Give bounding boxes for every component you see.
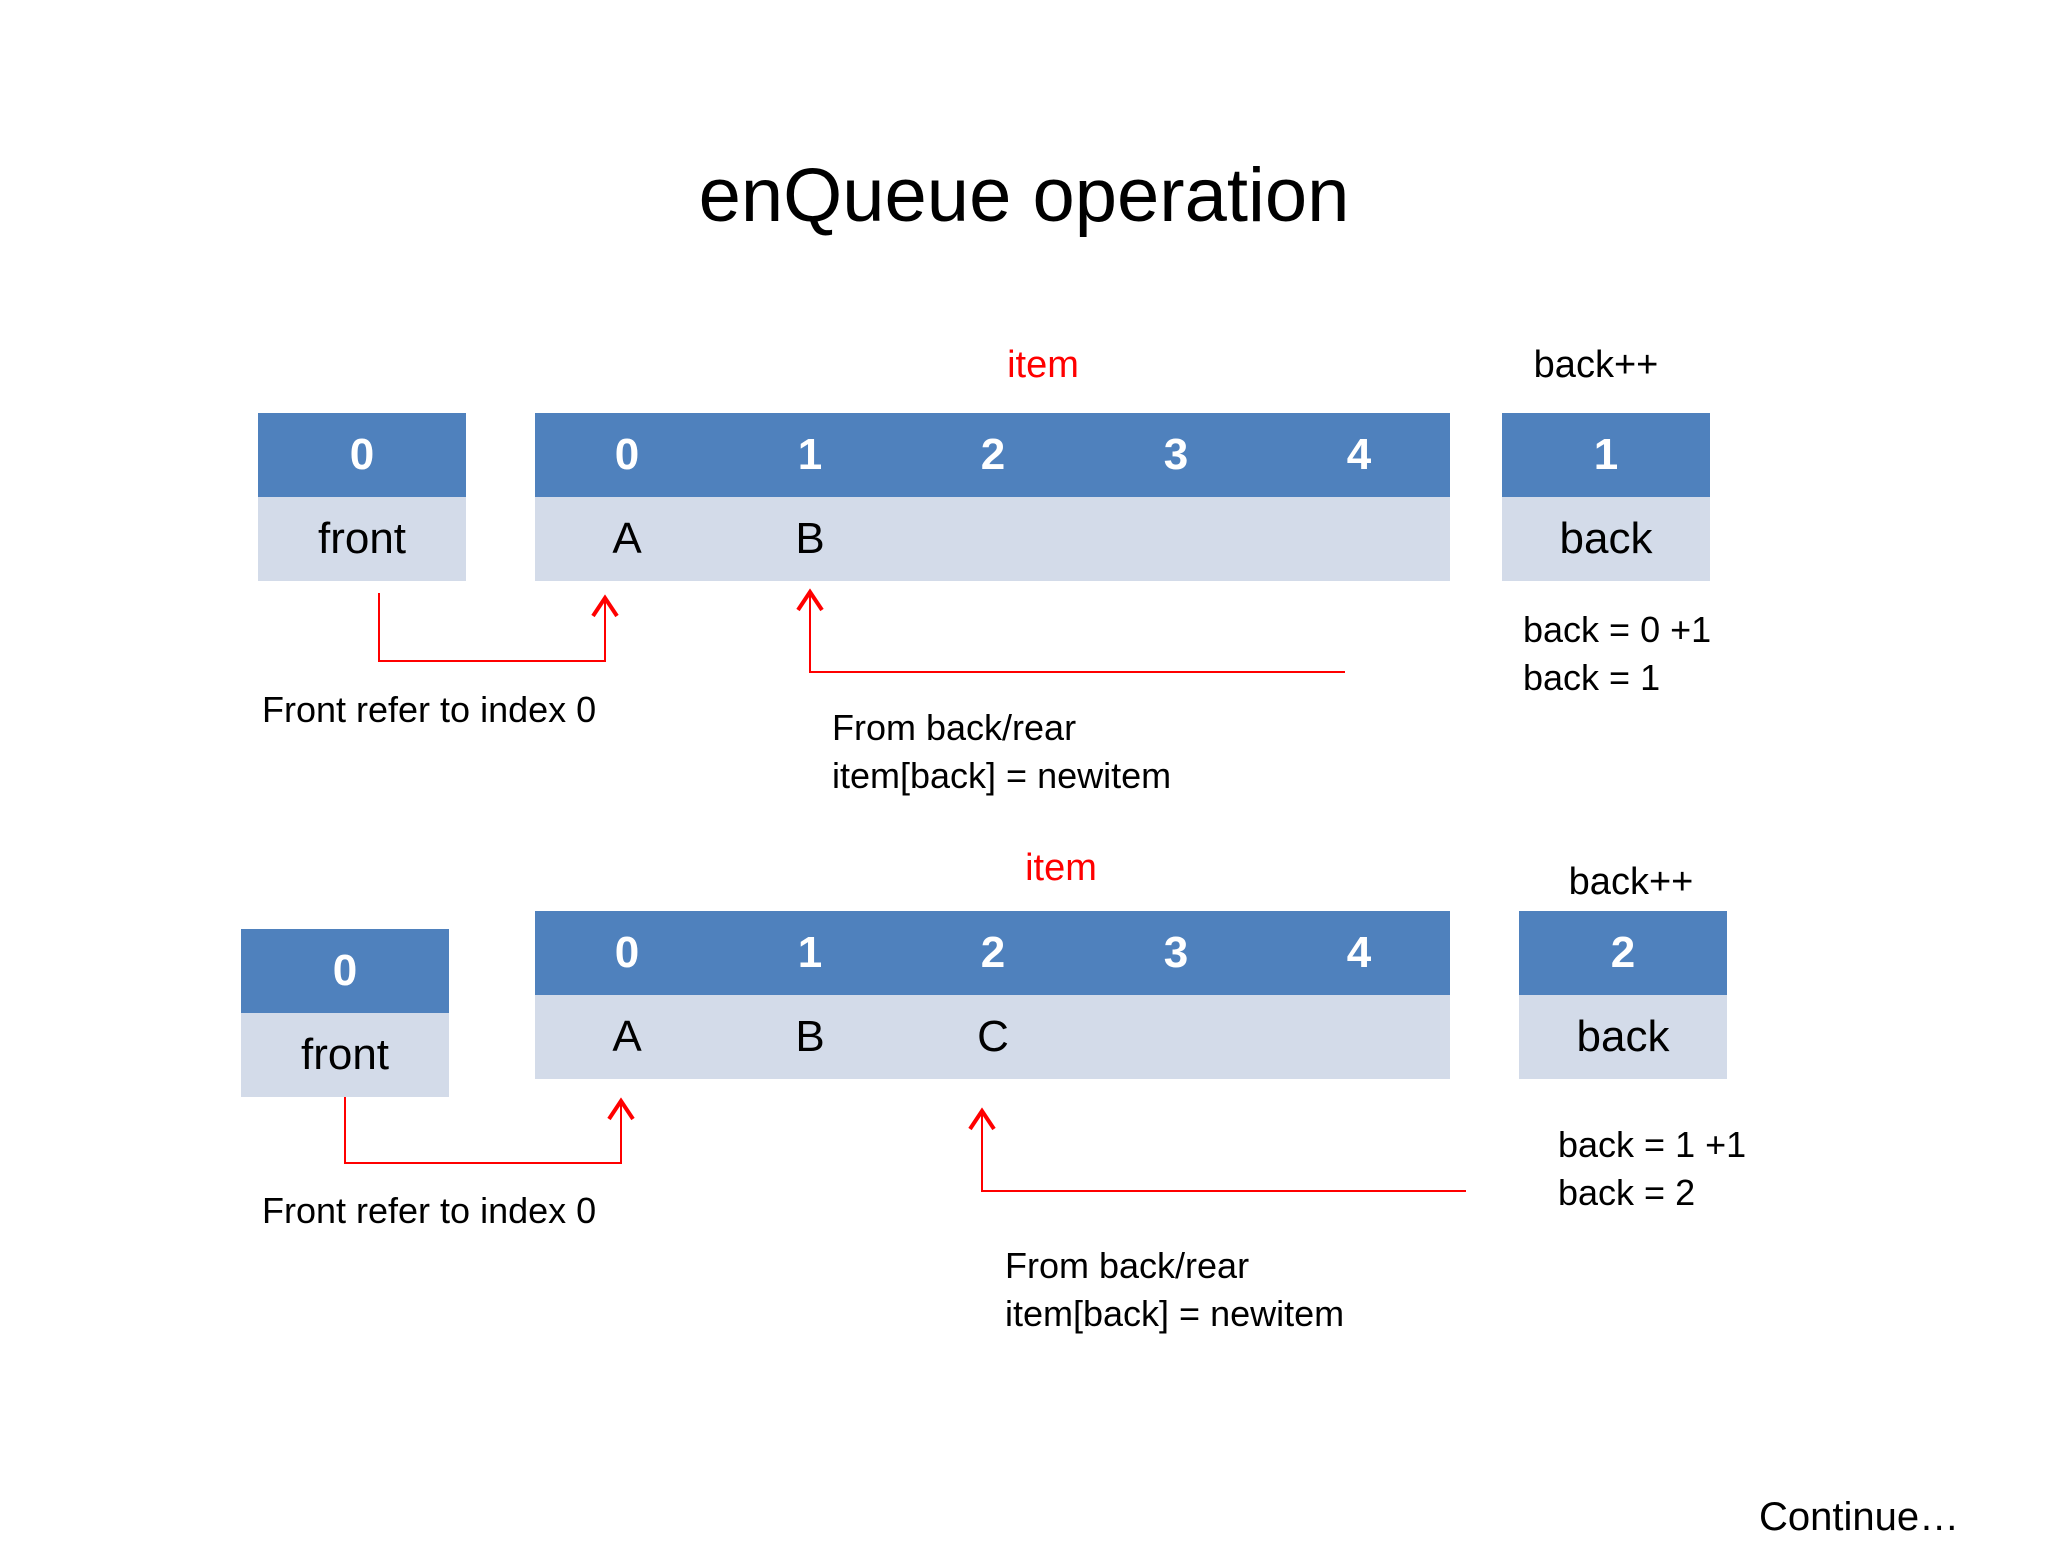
calc-line: back = 1 +1 (1558, 1124, 1747, 1165)
array-index: 1 (797, 430, 823, 479)
back-note-line: From back/rear (1005, 1245, 1250, 1286)
back-calculation: back = 0 +1 back = 1 (1523, 606, 1711, 702)
array-index: 0 (614, 928, 640, 977)
back-box: 2 back (1519, 911, 1727, 1079)
back-index: 1 (1593, 430, 1619, 479)
array-cell: B (795, 514, 825, 563)
array-index: 2 (980, 430, 1006, 479)
calc-line: back = 1 (1523, 657, 1661, 698)
back-arrowhead-1 (796, 588, 824, 612)
back-label: back (1576, 1012, 1670, 1061)
continue-label: Continue… (1759, 1495, 1960, 1539)
front-arrow-2 (344, 1095, 622, 1164)
front-label: front (300, 1030, 390, 1079)
calc-line: back = 0 +1 (1523, 609, 1712, 650)
front-index: 0 (332, 946, 358, 995)
back-note: From back/rear item[back] = newitem (832, 704, 1171, 800)
front-arrowhead-1 (591, 594, 619, 618)
item-label: item (1025, 847, 1097, 889)
front-arrow-1 (378, 593, 606, 662)
slide-title: enQueue operation (698, 153, 1350, 238)
array-cell: C (977, 1012, 1009, 1061)
back-arrowhead-2 (968, 1107, 996, 1131)
front-note: Front refer to index 0 (262, 689, 597, 730)
calc-line: back = 2 (1558, 1172, 1696, 1213)
back-arrow-1 (809, 594, 1345, 673)
back-note-line: item[back] = newitem (1005, 1293, 1345, 1334)
back-note: From back/rear item[back] = newitem (1005, 1242, 1344, 1338)
back-arrow-2 (981, 1113, 1466, 1192)
array-index: 3 (1163, 928, 1189, 977)
back-calculation: back = 1 +1 back = 2 (1558, 1121, 1746, 1217)
item-array: 0 1 2 3 4 A B (535, 413, 1450, 581)
array-cell: A (612, 514, 642, 563)
back-index: 2 (1610, 928, 1636, 977)
back-box: 1 back (1502, 413, 1710, 581)
back-label: back (1559, 514, 1653, 563)
array-index: 2 (980, 928, 1006, 977)
array-index: 4 (1346, 928, 1372, 977)
item-label: item (1007, 344, 1079, 386)
front-box: 0 front (258, 413, 466, 581)
array-index: 1 (797, 928, 823, 977)
back-increment-label: back++ (1533, 344, 1659, 386)
front-label: front (317, 514, 407, 563)
front-note: Front refer to index 0 (262, 1190, 597, 1231)
front-box: 0 front (241, 929, 449, 1097)
back-increment-label: back++ (1568, 861, 1694, 903)
back-note-line: From back/rear (832, 707, 1077, 748)
front-index: 0 (349, 430, 375, 479)
front-arrowhead-2 (607, 1097, 635, 1121)
item-array: 0 1 2 3 4 A B C (535, 911, 1450, 1079)
array-index: 4 (1346, 430, 1372, 479)
array-cell: B (795, 1012, 825, 1061)
array-index: 0 (614, 430, 640, 479)
array-cell: A (612, 1012, 642, 1061)
array-index: 3 (1163, 430, 1189, 479)
back-note-line: item[back] = newitem (832, 755, 1172, 796)
